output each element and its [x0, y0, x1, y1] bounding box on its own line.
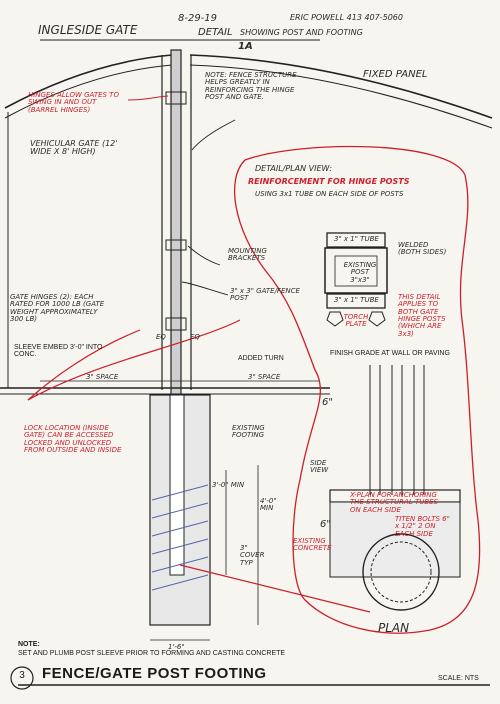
drawing-date: 8-29-19 [178, 13, 218, 24]
hinge-top [165, 91, 187, 105]
label-space-right: 3" SPACE [248, 373, 281, 381]
pointer-mount [187, 245, 221, 266]
plan-circle-inner [370, 541, 432, 603]
fence-arch-right-inner [189, 64, 493, 129]
existing-post-rect [324, 247, 388, 294]
pointer-note [191, 119, 236, 151]
label-reinforcement: REINFORCEMENT FOR HINGE POSTS [248, 177, 410, 186]
label-side-view: SIDE VIEW [310, 459, 329, 475]
redline-arrow-lock-2 [27, 319, 241, 401]
label-welded: WELDED (BOTH SIDES) [398, 241, 447, 257]
label-fixed-panel: FIXED PANEL [363, 69, 428, 80]
hinge-bottom [165, 317, 187, 331]
contact-info: ERIC POWELL 413 407-5060 [290, 13, 403, 22]
torch-plate-right [368, 311, 386, 327]
label-added-turn: ADDED TURN [238, 355, 284, 362]
rebar-spiral [151, 484, 209, 591]
tube-top-rect [326, 232, 386, 248]
side-view-posts [369, 365, 425, 495]
label-space-left: 3" SPACE [86, 373, 119, 381]
label-this-detail: THIS DETAIL APPLIES TO BOTH GATE HINGE P… [398, 293, 446, 338]
label-torch-plate: TORCH PLATE [343, 313, 369, 329]
hinge-middle [165, 239, 187, 251]
pointer-post [181, 281, 229, 296]
project-name: INGLESIDE GATE [38, 23, 138, 37]
label-sleeve-embed: SLEEVE EMBED 3'-0" INTO CONC. [14, 344, 103, 359]
gate-arch-left-inner [4, 64, 173, 119]
label-existing-footing: EXISTING FOOTING [232, 424, 265, 440]
redline-arrow-plan [179, 564, 371, 613]
label-anchoring: X-PLAN FOR ANCHORING THE STRUCTURAL TUBE… [350, 491, 439, 514]
sheet-number-circle [10, 666, 34, 690]
label-dim-bottom: 1'-6" [168, 643, 185, 651]
detail-description: SHOWING POST AND FOOTING [240, 28, 363, 37]
label-using-tube: USING 3x1 TUBE ON EACH SIDE OF POSTS [255, 190, 404, 198]
label-six-in-b: 6" [320, 519, 331, 530]
label-tube-bottom: 3" x 1" TUBE [334, 296, 379, 304]
label-existing-concrete: EXISTING CONCRETE [293, 537, 332, 553]
label-gate-fence-post: 3" x 3" GATE/FENCE POST [230, 287, 300, 303]
post-sleeve [169, 394, 185, 576]
label-plan: PLAN [378, 621, 410, 635]
label-cover: 3" COVER TYP [240, 544, 265, 567]
label-four-min: 4'-0" MIN [260, 497, 277, 513]
label-existing-post: EXISTING POST 3"x3" [343, 261, 377, 284]
note-title: NOTE: [18, 641, 40, 648]
scale-label: SCALE: NTS [438, 675, 479, 682]
redline-detail-outline [233, 145, 481, 634]
label-lock-location: LOCK LOCATION (INSIDE GATE) CAN BE ACCES… [24, 424, 122, 455]
label-titen-bolts: TITEN BOLTS 6" x 1/2" 2 ON EACH SIDE [395, 515, 450, 538]
tube-bottom-rect [326, 293, 386, 309]
label-detail-plan-view: DETAIL/PLAN VIEW: [255, 164, 333, 173]
label-six-in: 6" [322, 397, 333, 408]
detail-id: 1A [238, 41, 253, 52]
gate-arch-left [4, 54, 173, 109]
label-eq-left: EQ [156, 333, 166, 341]
detail-label: DETAIL [198, 27, 233, 38]
sheet-title: FENCE/GATE POST FOOTING [42, 665, 267, 682]
label-gate-hinges: GATE HINGES (2): EACH RATED FOR 1000 LB … [10, 293, 105, 324]
label-vehicular-gate: VEHICULAR GATE (12' WIDE X 8' HIGH) [30, 139, 118, 157]
label-finish-grade: FINISH GRADE AT WALL OR PAVING [330, 350, 450, 357]
fence-arch-right [189, 54, 493, 119]
label-eq-right: EQ [190, 333, 200, 341]
sheet-number: 3 [19, 670, 25, 681]
label-mounting-brackets: MOUNTING BRACKETS [228, 247, 267, 263]
existing-post-inner [334, 255, 378, 287]
label-three-min: 3'-0" MIN [212, 481, 245, 489]
redline-arrow-hinges [127, 95, 169, 101]
label-tube-top: 3" x 1" TUBE [334, 235, 379, 243]
label-hinges: HINGES ALLOW GATES TO SWING IN AND OUT (… [28, 91, 119, 114]
label-fence-note: NOTE: FENCE STRUCTURE HELPS GREATLY IN R… [205, 71, 297, 102]
note-text: SET AND PLUMB POST SLEEVE PRIOR TO FORMI… [18, 650, 286, 657]
redline-arrow-lock [27, 329, 141, 401]
torch-plate-left [326, 311, 344, 327]
plan-circle-outer [362, 533, 440, 611]
